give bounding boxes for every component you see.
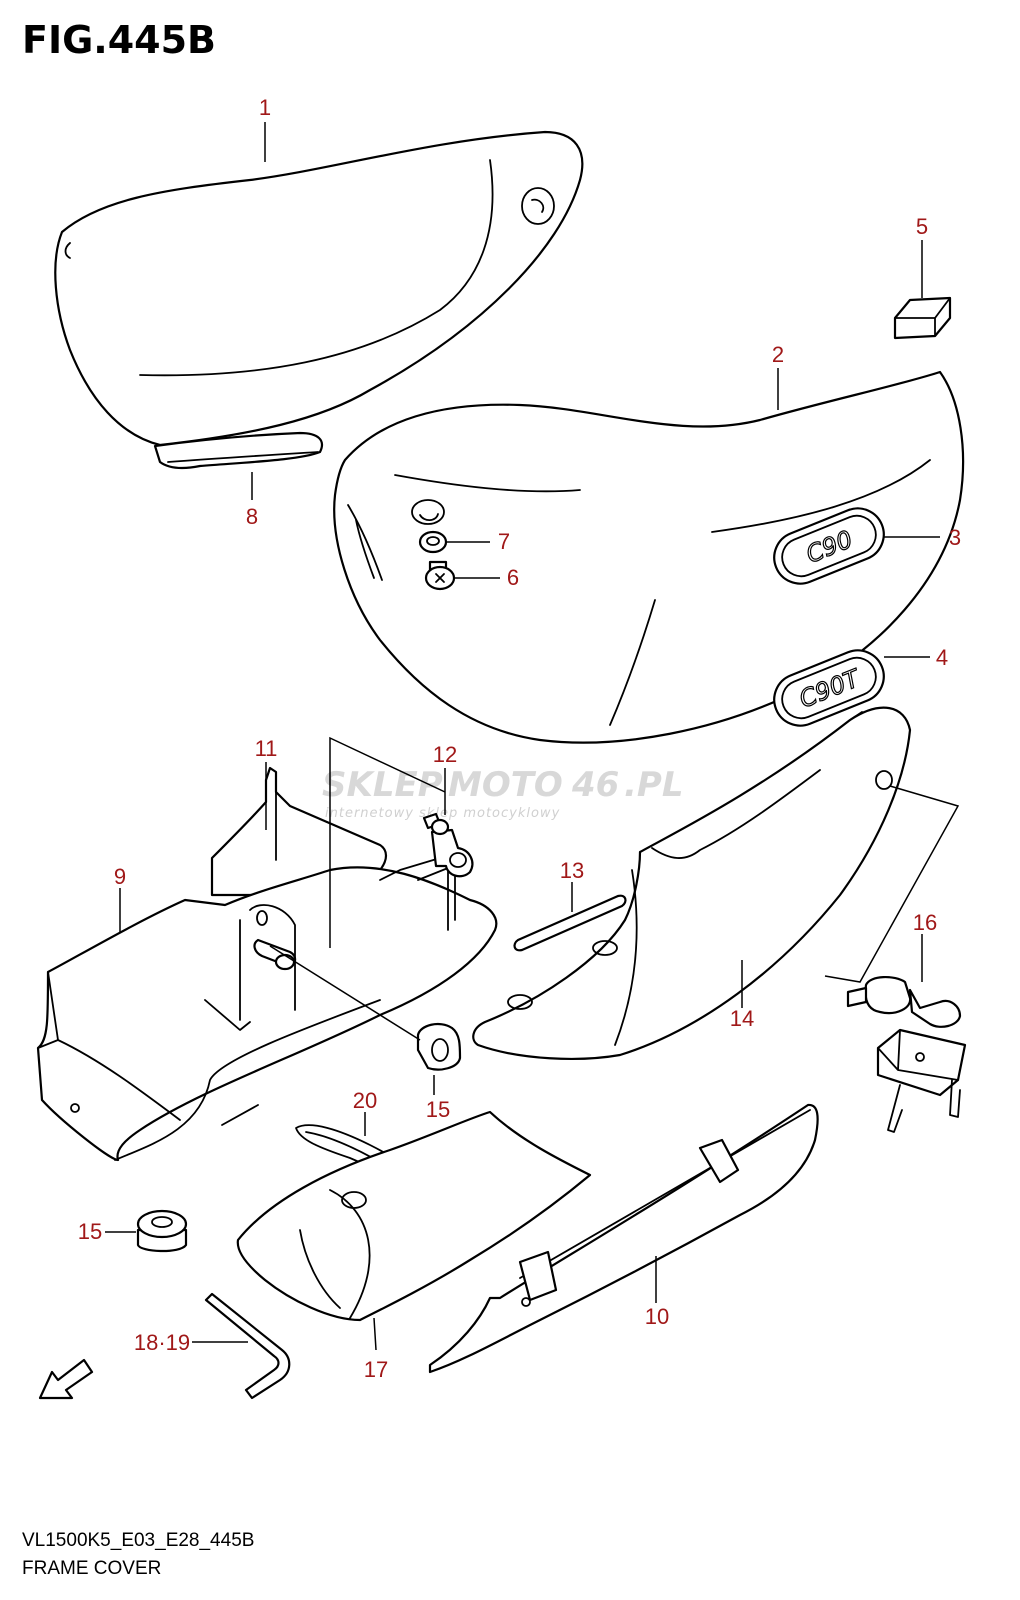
callout-17: 17: [364, 1357, 388, 1382]
part-2-frame-cover: [333, 370, 965, 744]
part-9-tray: [36, 847, 498, 1162]
callout-15-lower: 15: [78, 1219, 102, 1244]
part-3-emblem: C90: [773, 507, 885, 585]
callout-7: 7: [498, 529, 510, 554]
callout-16: 16: [913, 910, 937, 935]
tray-latch: [430, 828, 474, 878]
part-16-lock: [846, 976, 967, 1133]
callout-9: 9: [114, 864, 126, 889]
part-13-strip: [513, 894, 627, 952]
callout-8: 8: [246, 504, 258, 529]
callout-6: 6: [507, 565, 519, 590]
part-17-pouch: [236, 1110, 592, 1322]
callout-13: 13: [560, 858, 584, 883]
callout-4: 4: [936, 645, 948, 670]
part-15-grommet-lower: [136, 1209, 188, 1253]
callout-20: 20: [353, 1088, 377, 1113]
callout-numbers: 1 2 3 4 5 6 7 8 9 10 11 12 13 14 15 15 1…: [78, 95, 961, 1382]
callout-11: 11: [255, 736, 278, 761]
part-6-screw: [424, 560, 456, 591]
part-7-grommet: [411, 499, 448, 554]
part-11-bracket: [210, 766, 388, 897]
callout-12: 12: [433, 742, 457, 767]
part-5-pad: [893, 296, 952, 340]
figure-title: FIG.445B: [22, 18, 217, 62]
watermark-tagline: internetowy sklep motocyklowy: [325, 806, 560, 821]
part-12-bolt: [422, 812, 450, 836]
part-1-side-cover: [54, 130, 584, 447]
watermark-brand-mid: MOTO: [448, 765, 563, 805]
watermark-brand-suffix: .PL: [624, 765, 684, 805]
watermark-brand-num: 46: [571, 765, 619, 805]
direction-arrow-icon: [38, 1358, 94, 1400]
callout-18-19: 18·19: [134, 1330, 190, 1355]
watermark: SKLEP MOTO 46 .PL internetowy sklep moto…: [322, 765, 684, 821]
part-15-grommet-upper: [416, 1022, 462, 1071]
callout-5: 5: [916, 214, 928, 239]
part-4-emblem: C90T: [773, 649, 885, 727]
part-14-lower-cover: [472, 706, 912, 1060]
callout-1: 1: [259, 95, 271, 120]
part-8-bracket: [153, 431, 324, 470]
callout-3: 3: [949, 525, 961, 550]
part-10-rail: [428, 1103, 819, 1374]
watermark-brand-prefix: SKLEP: [322, 765, 443, 805]
figure-code: VL1500K5_E03_E28_445B: [22, 1530, 255, 1551]
callout-10: 10: [645, 1304, 669, 1329]
callout-15-upper: 15: [426, 1097, 450, 1122]
callout-14: 14: [730, 1006, 754, 1031]
leader-lines: [105, 122, 960, 1351]
figure-caption: FRAME COVER: [22, 1558, 162, 1579]
part-18-19-wrench: [204, 1292, 291, 1400]
callout-2: 2: [772, 342, 784, 367]
